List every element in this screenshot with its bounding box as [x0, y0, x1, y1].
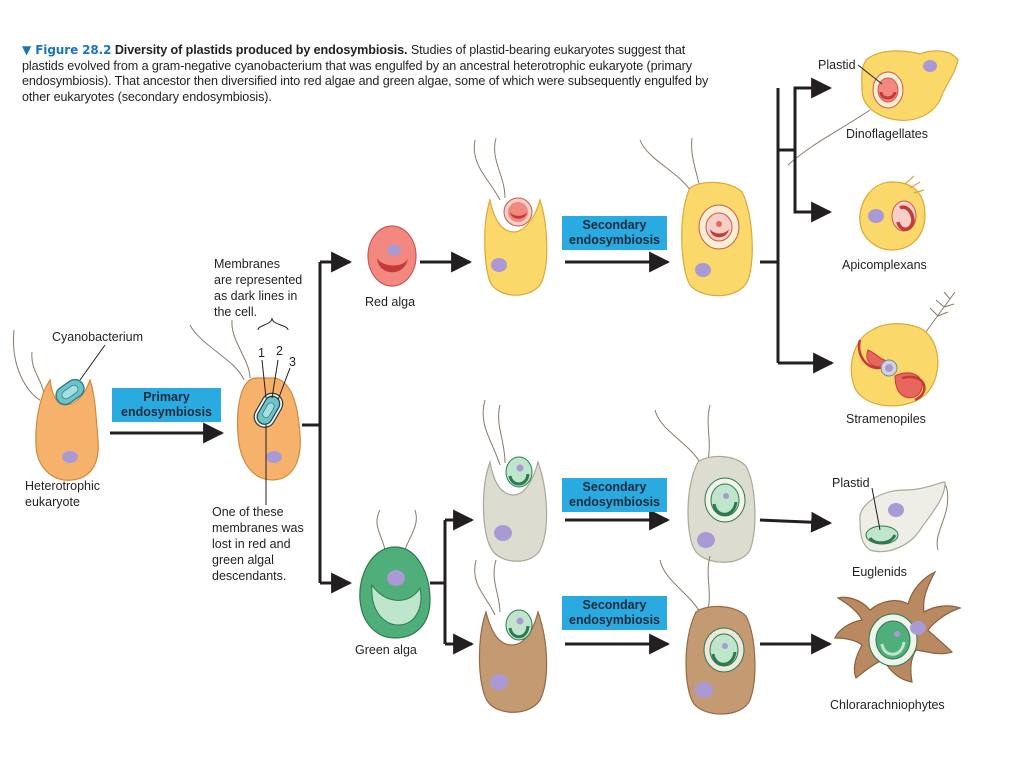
secondary-endosymbiosis-box-green-bottom: Secondary endosymbiosis: [562, 596, 667, 630]
dinoflagellate-illustration: [787, 50, 959, 166]
leader-lines: [79, 64, 883, 531]
secondary-endosymbiosis-box-green-top: Secondary endosymbiosis: [562, 478, 667, 512]
euglenid-illustration: [859, 481, 949, 553]
primary-endosymbiosis-box: Primary endosymbiosis: [112, 388, 221, 422]
label-green-alga: Green alga: [355, 643, 417, 657]
label-membranes-3: as dark lines in: [214, 289, 297, 303]
label-chlorarachniophytes: Chlorarachniophytes: [830, 698, 945, 712]
heterotrophic-eukaryote-illustration: [12, 329, 99, 481]
figure-caption: ▼ Figure 28.2 Diversity of plastids prod…: [22, 43, 712, 105]
pale-secondary-green-plastid-cell-illustration: [654, 404, 756, 563]
label-lost-membrane-2: membranes was: [212, 521, 304, 535]
label-cyanobacterium: Cyanobacterium: [52, 330, 143, 344]
label-lost-membrane-4: green algal: [212, 553, 274, 567]
green-alga-illustration: [359, 509, 431, 639]
label-euglenids: Euglenids: [852, 565, 907, 579]
svg-text:endosymbiosis: endosymbiosis: [121, 405, 212, 419]
label-lost-membrane-3: lost in red and: [212, 537, 291, 551]
svg-text:endosymbiosis: endosymbiosis: [569, 613, 660, 627]
red-alga-illustration: [367, 225, 417, 287]
svg-text:endosymbiosis: endosymbiosis: [569, 233, 660, 247]
label-apicomplexans: Apicomplexans: [842, 258, 927, 272]
svg-text:Secondary: Secondary: [583, 480, 647, 494]
label-plastid-euglenid: Plastid: [832, 476, 870, 490]
svg-text:Secondary: Secondary: [583, 218, 647, 232]
connectors: [110, 77, 835, 655]
label-lost-membrane-1: One of these: [212, 505, 284, 519]
svg-text:endosymbiosis: endosymbiosis: [569, 495, 660, 509]
label-membrane-1: 1: [258, 346, 265, 360]
label-dinoflagellates: Dinoflagellates: [846, 127, 928, 141]
label-membrane-3: 3: [289, 355, 296, 369]
label-heterotrophic-eukaryote-2: eukaryote: [25, 495, 80, 509]
label-stramenopiles: Stramenopiles: [846, 412, 926, 426]
figure-caption-body: Studies of plastid-bearing eukaryotes su…: [22, 43, 709, 104]
svg-text:Primary: Primary: [143, 390, 190, 404]
pale-host-engulfing-green-alga-illustration: [482, 399, 548, 562]
stramenopile-illustration: [850, 291, 956, 407]
arrow-to-euglenids: [759, 511, 833, 533]
label-membranes-2: are represented: [214, 273, 302, 287]
label-heterotrophic-eukaryote-1: Heterotrophic: [25, 479, 100, 493]
label-red-alga: Red alga: [365, 295, 415, 309]
secondary-endosymbiosis-box-red: Secondary endosymbiosis: [562, 216, 667, 250]
brown-host-engulfing-green-alga-illustration: [474, 559, 548, 713]
label-plastid-dinoflagellate: Plastid: [818, 58, 856, 72]
label-membranes-1: Membranes: [214, 257, 280, 271]
cyanobacterium-illustration: [55, 378, 85, 406]
chlorarachniophyte-illustration: [834, 570, 962, 683]
yellow-host-engulfing-red-alga-illustration: [473, 137, 548, 296]
svg-text:Secondary: Secondary: [583, 598, 647, 612]
label-membrane-2: 2: [276, 344, 283, 358]
arrow-to-apicomplexans: [793, 150, 833, 223]
label-membranes-4: the cell.: [214, 305, 257, 319]
figure-number: ▼ Figure 28.2: [22, 43, 112, 57]
figure-title: Diversity of plastids produced by endosy…: [114, 43, 408, 57]
secondary-red-plastid-cell-illustration: [639, 137, 753, 297]
ancestral-plastid-cell-illustration: [189, 319, 301, 481]
brown-secondary-green-plastid-cell-illustration: [659, 555, 756, 715]
apicomplexan-illustration: [859, 175, 926, 251]
arrow-to-dinoflagellates: [778, 77, 833, 152]
label-lost-membrane-5: descendants.: [212, 569, 286, 583]
